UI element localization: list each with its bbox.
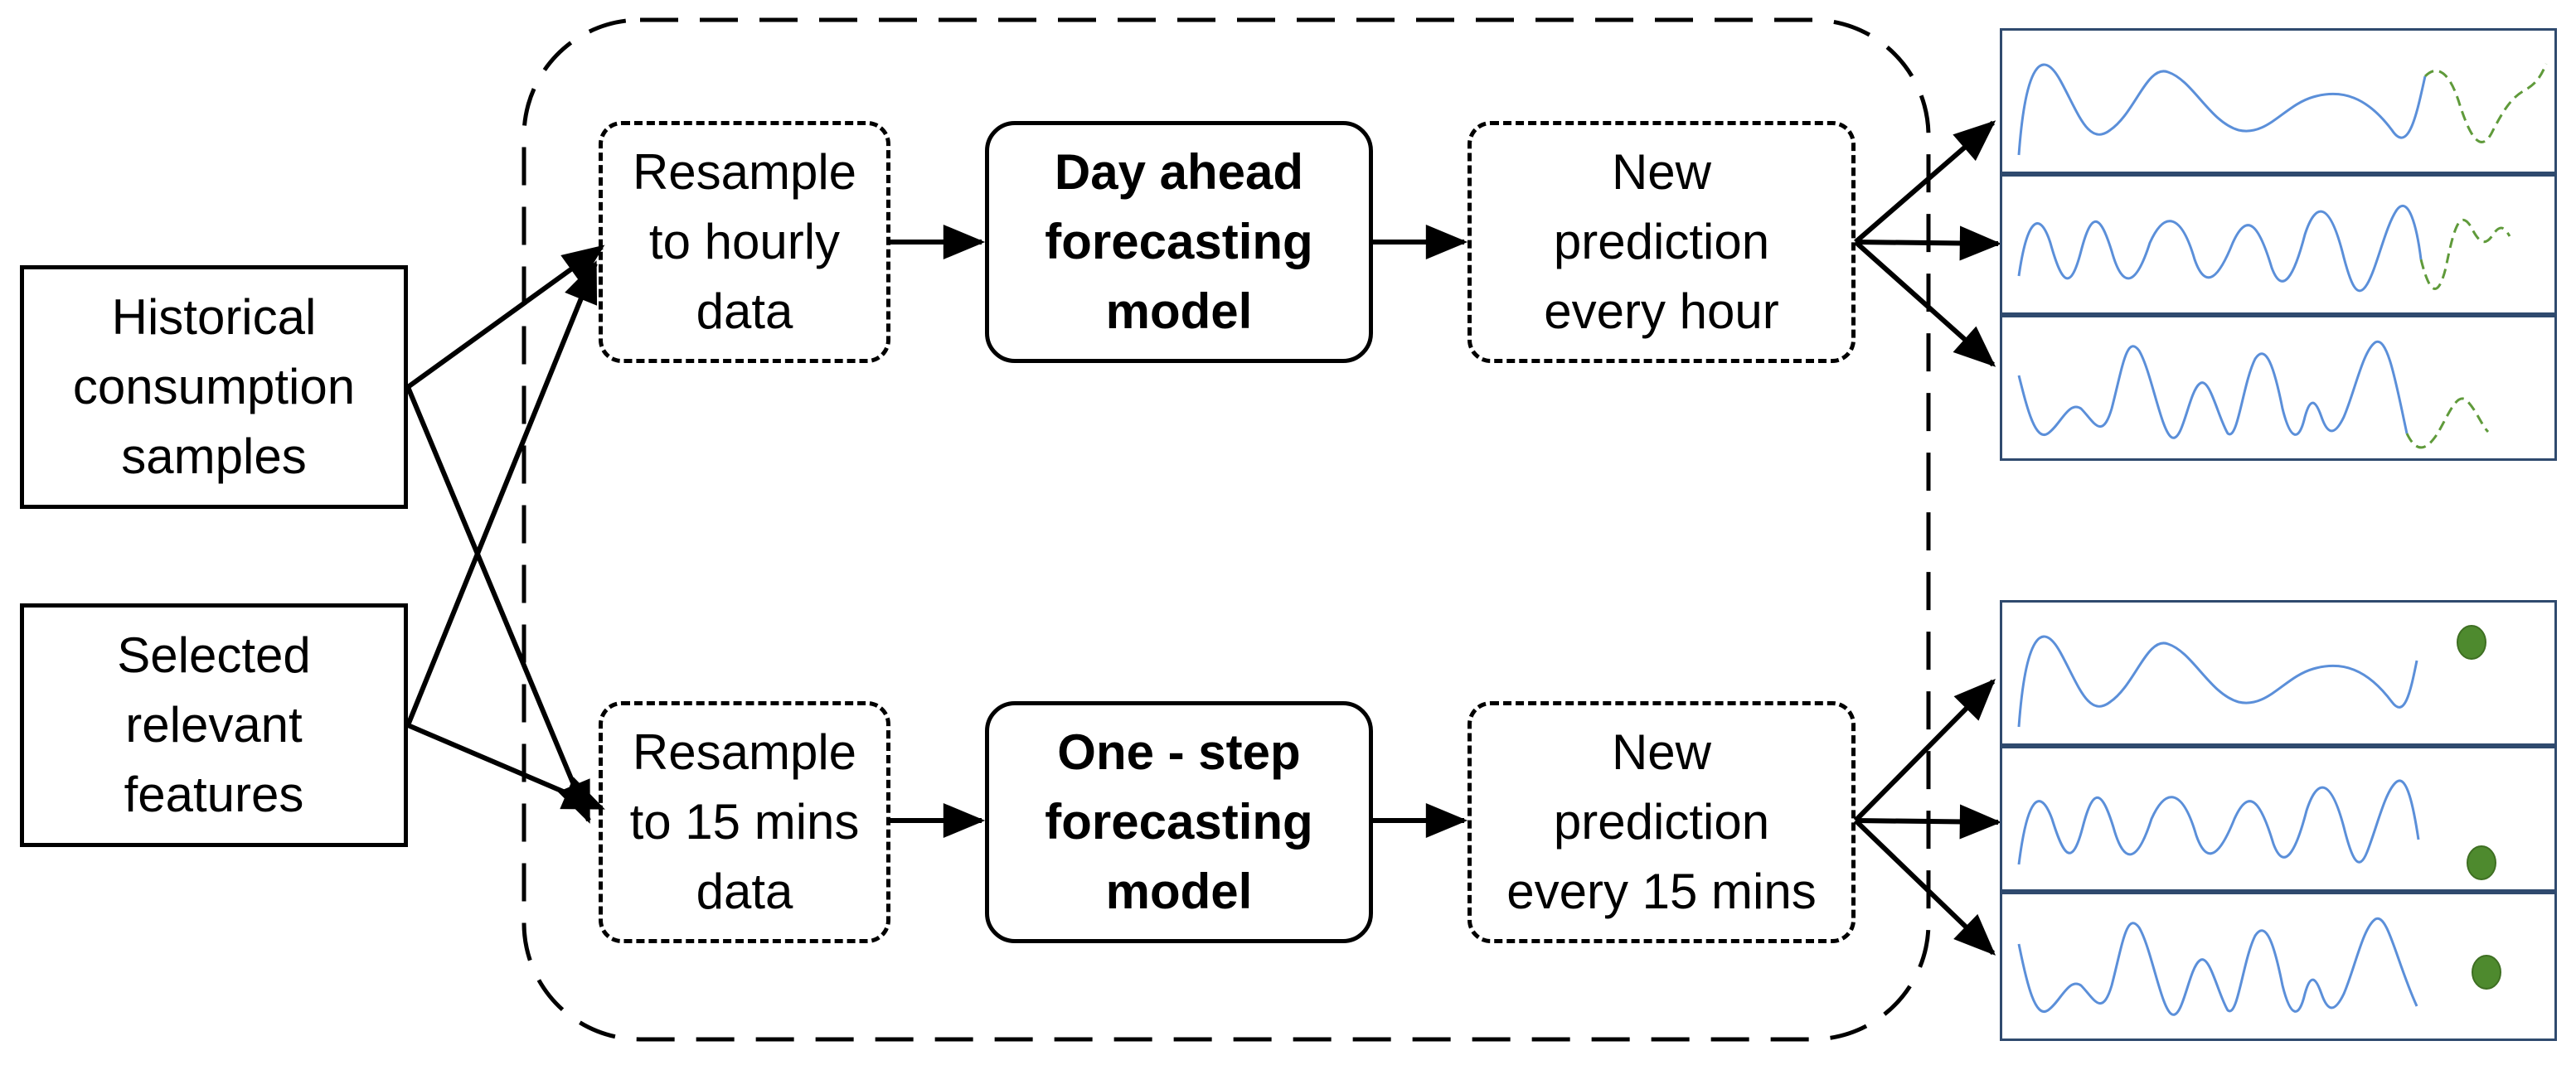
selected-features-box: Selected relevant features: [20, 603, 408, 847]
arrow-15min-output-to-panel-1: [1853, 679, 1996, 823]
hourly-forecast-panel-3: [2000, 315, 2557, 461]
arrow-historical-to-15min: [405, 385, 591, 824]
one-step-model-box: One - step forecasting model: [985, 701, 1373, 943]
15min-prediction-box: New prediction every 15 mins: [1467, 701, 1856, 943]
15min-forecast-panel-3: [2000, 892, 2557, 1041]
arrow-hourly-output-to-panel-1: [1854, 120, 1996, 245]
arrow-15min-output-to-panel-3: [1853, 818, 1996, 956]
arrow-hourly-output-to-panel-2: [1855, 225, 2002, 261]
arrow-15min-output-to-panel-2: [1855, 804, 2002, 840]
line-plot-with-dashed-forecast-icon: [2017, 340, 2490, 449]
hourly-forecast-panel-2: [2000, 174, 2557, 315]
resample-hourly-box: Resample to hourly data: [599, 121, 890, 363]
15min-forecast-panel-1: [2000, 600, 2557, 746]
arrow-hourly-output-to-panel-3: [1854, 240, 1996, 367]
15min-forecast-panel-2: [2000, 746, 2557, 892]
arrow-features-to-15min: [406, 723, 605, 811]
hourly-forecast-panel-1: [2000, 28, 2557, 174]
line-plot-with-dashed-forecast-icon: [2017, 204, 2511, 293]
pipeline-container: [522, 17, 1931, 1042]
line-plot-with-single-point-forecast-icon: [2017, 779, 2496, 880]
historical-consumption-box: Historical consumption samples: [20, 265, 408, 509]
day-ahead-model-box: Day ahead forecasting model: [985, 121, 1373, 363]
line-plot-with-dashed-forecast-icon: [2017, 63, 2548, 156]
line-plot-with-single-point-forecast-icon: [2017, 625, 2486, 728]
resample-15min-box: Resample to 15 mins data: [599, 701, 890, 943]
line-plot-with-single-point-forecast-icon: [2017, 917, 2501, 1016]
hourly-prediction-box: New prediction every hour: [1467, 121, 1856, 363]
arrow-features-to-hourly: [405, 260, 598, 727]
